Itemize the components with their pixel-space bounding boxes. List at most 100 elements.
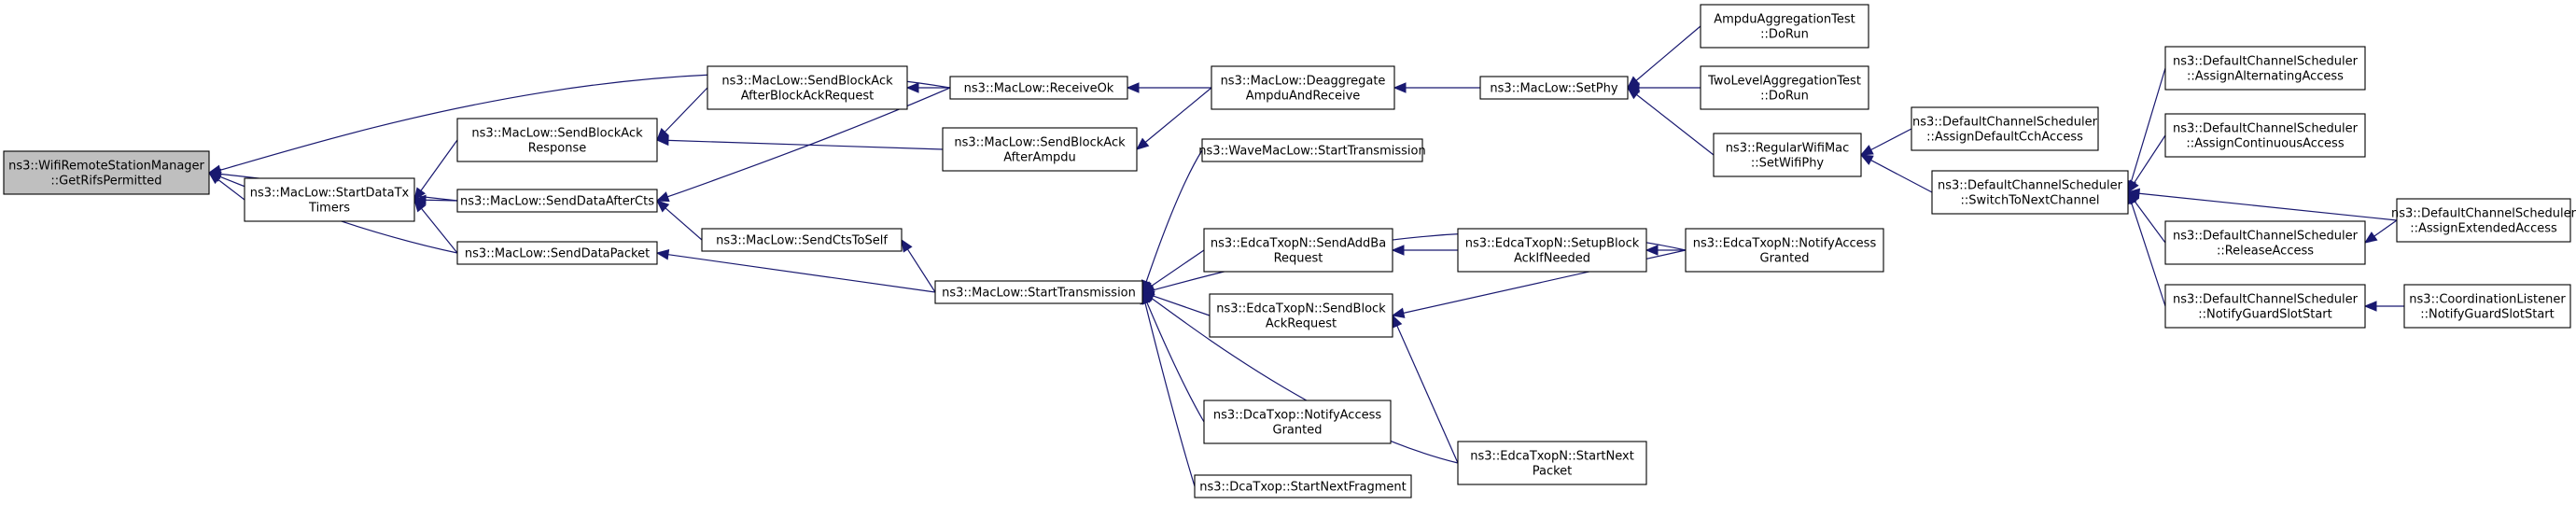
call-edge-sendCtsToSelf-to-sendDataAfterCts (656, 200, 703, 241)
call-edge-notifyGuardSlotStart-to-switchToNextChannel (2126, 190, 2166, 307)
call-edge-deaggregate-to-sendBlockAckAfterAmpdu (1135, 87, 1212, 150)
node-label-line: ns3::MacLow::SendCtsToSelf (716, 234, 888, 248)
function-node-startTransmission[interactable]: ns3::MacLow::StartTransmission (934, 280, 1143, 304)
function-node-assignAlternating[interactable]: ns3::DefaultChannelScheduler::AssignAlte… (2164, 46, 2366, 91)
call-nodes: ns3::WifiRemoteStationManager::GetRifsPe… (3, 4, 2576, 498)
node-label-line: ns3::DefaultChannelScheduler (2173, 293, 2359, 307)
edge-line (1146, 302, 1205, 423)
node-label-line: ns3::EdcaTxopN::SendAddBa (1211, 237, 1386, 251)
node-label-line: ns3::DefaultChannelScheduler (2173, 55, 2359, 69)
function-node-coordListener[interactable]: ns3::CoordinationListener::NotifyGuardSl… (2403, 284, 2571, 329)
function-node-sendCtsToSelf[interactable]: ns3::MacLow::SendCtsToSelf (701, 228, 903, 252)
node-label-line: ns3::WaveMacLow::StartTransmission (1198, 145, 1425, 159)
edge-line (665, 207, 703, 241)
node-label-line: ns3::WifiRemoteStationManager (8, 160, 204, 174)
function-node-notifyGuardSlotStart[interactable]: ns3::DefaultChannelScheduler::NotifyGuar… (2164, 284, 2366, 329)
call-edge-setPhy-to-deaggregate (1393, 82, 1480, 93)
edge-arrowhead (656, 200, 670, 213)
call-edge-edcaStartNextPacket-to-startTransmission (1141, 291, 1459, 464)
function-node-releaseAccess[interactable]: ns3::DefaultChannelScheduler::ReleaseAcc… (2164, 220, 2366, 265)
call-edge-startTransmission-to-sendCtsToSelf (901, 238, 936, 293)
function-node-sendBlockAckAfterBAR[interactable]: ns3::MacLow::SendBlockAckAfterBlockAckRe… (707, 65, 908, 110)
node-box (244, 177, 415, 222)
node-label-line: ns3::DefaultChannelScheduler (2173, 230, 2359, 244)
node-box (2164, 284, 2366, 329)
call-edge-ampduTest-to-setPhy (1627, 25, 1701, 89)
node-label-line: Request (1274, 252, 1323, 266)
function-node-switchToNextChannel[interactable]: ns3::DefaultChannelScheduler::SwitchToNe… (1931, 170, 2129, 215)
call-edge-assignExtended-to-switchToNextChannel (2126, 188, 2398, 221)
call-edge-assignExtended-to-releaseAccess (2363, 219, 2398, 244)
node-box (1479, 76, 1629, 100)
function-node-receiveOk[interactable]: ns3::MacLow::ReceiveOk (949, 76, 1128, 100)
node-label-line: ns3::DefaultChannelScheduler (1938, 179, 2123, 193)
function-node-sendDataPacket[interactable]: ns3::MacLow::SendDataPacket (456, 241, 658, 265)
function-node-assignExtended[interactable]: ns3::DefaultChannelScheduler::AssignExte… (2391, 198, 2576, 243)
edge-arrowhead (655, 191, 670, 203)
node-box (2396, 198, 2571, 243)
node-label-line: ns3::DefaultChannelScheduler (2173, 122, 2359, 136)
edge-line (2138, 192, 2398, 221)
edge-arrowhead (1859, 145, 1874, 156)
node-box (2403, 284, 2571, 329)
node-label-line: AmpduAndReceive (1246, 90, 1361, 104)
function-node-dcaStartNextFragment[interactable]: ns3::DcaTxop::StartNextFragment (1194, 474, 1412, 498)
edge-arrowhead (1141, 291, 1155, 303)
edge-line (1635, 25, 1701, 81)
edge-arrowhead (1859, 154, 1874, 165)
function-node-root[interactable]: ns3::WifiRemoteStationManager::GetRifsPe… (3, 150, 210, 195)
function-node-setPhy[interactable]: ns3::MacLow::SetPhy (1479, 76, 1629, 100)
function-node-assignContinuous[interactable]: ns3::DefaultChannelScheduler::AssignCont… (2164, 113, 2366, 158)
call-edge-sendBlockAckAfterAmpdu-to-sendBlockAckResponse (655, 134, 944, 150)
edge-line (1153, 295, 1211, 316)
edge-line (664, 87, 708, 133)
node-label-line: ns3::EdcaTxopN::SendBlock (1216, 302, 1386, 316)
call-edge-startTransmission-to-sendDataPacket (655, 249, 936, 293)
edge-line (2134, 134, 2166, 184)
call-edge-dcaNotifyAccess-to-startTransmission (1141, 290, 1205, 423)
node-label-line: ns3::MacLow::StartTransmission (942, 287, 1136, 301)
function-node-assignDefaultCch[interactable]: ns3::DefaultChannelScheduler::AssignDefa… (1911, 106, 2099, 151)
function-node-waveStartTx[interactable]: ns3::WaveMacLow::StartTransmission (1198, 138, 1426, 162)
node-label-line: ns3::DefaultChannelScheduler (1912, 116, 2098, 130)
node-box (456, 189, 658, 213)
node-label-line: AfterBlockAckRequest (741, 90, 875, 104)
call-edge-assignDefaultCch-to-regularWifiMac (1859, 128, 1912, 156)
node-box (701, 228, 903, 252)
node-label-line: ns3::EdcaTxopN::SetupBlock (1465, 237, 1640, 251)
function-node-regularWifiMac[interactable]: ns3::RegularWifiMac::SetWifiPhy (1713, 133, 1862, 177)
node-label-line: ::AssignExtendedAccess (2410, 222, 2557, 236)
node-label-line: AfterAmpdu (1003, 151, 1076, 165)
edge-arrowhead (1392, 314, 1403, 329)
edge-arrowhead (2363, 231, 2378, 244)
node-box (934, 280, 1143, 304)
call-edge-edcaStartNextPacket-to-edcaSendBlockAckReq (1392, 314, 1459, 464)
node-box (2164, 220, 2366, 265)
edge-arrowhead (207, 171, 222, 182)
function-node-sendDataAfterCts[interactable]: ns3::MacLow::SendDataAfterCts (456, 189, 658, 213)
edge-line (1870, 128, 1912, 151)
node-label-line: ::SetWifiPhy (1751, 157, 1825, 171)
node-label-line: ns3::MacLow::Deaggregate (1221, 75, 1386, 89)
node-label-line: TwoLevelAggregationTest (1707, 75, 1861, 89)
call-edge-edcaNotifyAccess-to-edcaSetupBlockAck (1645, 245, 1686, 256)
node-box (3, 150, 210, 195)
edge-arrowhead (2363, 301, 2377, 312)
function-node-ampduTest[interactable]: AmpduAggregationTest::DoRun (1700, 4, 1869, 49)
edge-arrowhead (413, 187, 426, 202)
node-label-line: ns3::DcaTxop::NotifyAccess (1213, 409, 1382, 423)
function-node-twoLevelTest[interactable]: TwoLevelAggregationTest::DoRun (1700, 65, 1869, 110)
call-edge-regularWifiMac-to-setPhy (1626, 87, 1715, 156)
edge-arrowhead (655, 249, 670, 260)
